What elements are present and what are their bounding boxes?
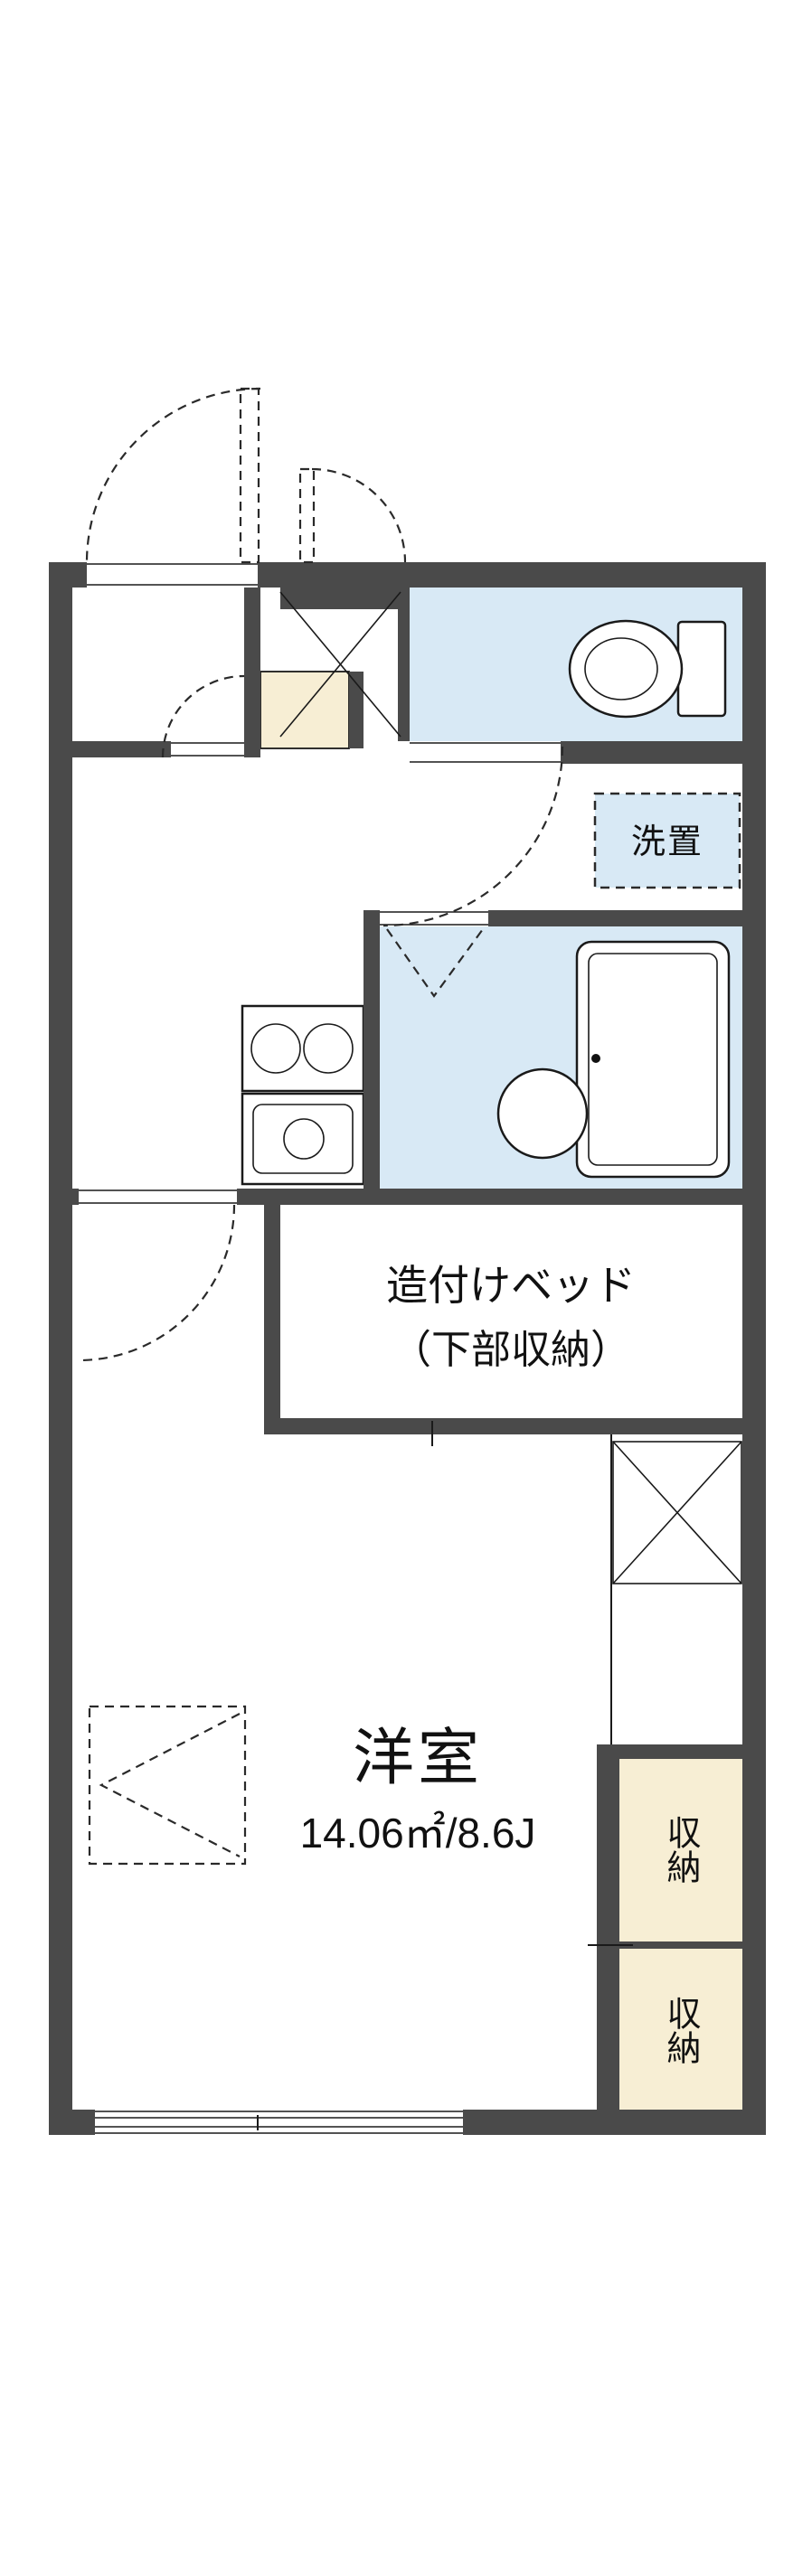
- storage-floors: [260, 671, 742, 2110]
- bed-label-line2: （下部収納）: [392, 1328, 630, 1372]
- bed-label-line1: 造付けベッド: [386, 1262, 636, 1309]
- walls: [49, 562, 766, 2135]
- window-swing-chevron: [99, 1713, 241, 1857]
- second-door-leaf: [298, 467, 316, 564]
- wall-segment: [237, 1189, 742, 1205]
- wall-segment: [619, 1941, 742, 1949]
- wall-segment: [49, 741, 171, 757]
- entry-step: [260, 671, 350, 749]
- wall-segment: [49, 2110, 95, 2135]
- bathtub-outer: [575, 940, 731, 1179]
- washer-label: 洗置: [631, 823, 703, 861]
- storage-upper-floor: [619, 1759, 742, 1941]
- wall-segment: [264, 1205, 280, 1434]
- stove-counter: [241, 1004, 365, 1093]
- door-opening-frame: [87, 563, 258, 586]
- stove-burner-right: [303, 1023, 354, 1074]
- bathtub-inner: [588, 953, 718, 1166]
- wall-segment: [49, 1189, 79, 1205]
- toilet-seat: [584, 637, 658, 700]
- entrance-door-leaf: [239, 387, 260, 564]
- wall-segment: [364, 910, 380, 1205]
- door-opening-frame: [410, 742, 561, 763]
- closet-door-arc: [78, 1204, 236, 1362]
- wash-basin: [496, 1067, 589, 1160]
- storage-upper-label: 収納: [661, 1815, 700, 1884]
- wall-segment: [49, 562, 72, 2135]
- interior-lines: [279, 591, 742, 1946]
- washer-space: [593, 792, 741, 889]
- wall-segment: [742, 562, 766, 2135]
- room-name-label: 洋室: [353, 1724, 483, 1792]
- bathtub: [575, 940, 731, 1179]
- wall-segment: [398, 588, 410, 741]
- storage-lower-floor: [619, 1949, 742, 2110]
- ladder-box-diagonals: [612, 1441, 742, 1584]
- bathtub-drain: [591, 1054, 600, 1063]
- room-size-label: 14.06㎡/8.6J: [300, 1810, 536, 1857]
- sink-counter: [241, 1092, 365, 1186]
- door-swings: [78, 387, 564, 1866]
- toilet-bowl: [568, 619, 684, 719]
- sink-drain: [283, 1118, 325, 1160]
- wall-segment: [597, 1744, 742, 1759]
- wall-segment: [488, 910, 742, 926]
- stove-burner-left: [250, 1023, 301, 1074]
- door-opening-frame: [171, 742, 244, 757]
- window-swing-box: [88, 1705, 247, 1866]
- second-door-arc: [311, 467, 407, 563]
- door-opening-frame: [380, 911, 488, 926]
- wall-segment: [463, 2110, 766, 2135]
- ladder-box: [612, 1441, 742, 1584]
- wall-segment: [258, 562, 766, 588]
- entrance-door-arc: [85, 387, 261, 563]
- washroom-door-arc: [382, 746, 564, 927]
- labels: 洗置 造付けベッド （下部収納） 洋室 14.06㎡/8.6J 収納 収納: [300, 823, 703, 2064]
- wall-segment: [561, 741, 742, 764]
- door-opening-frame: [79, 1189, 237, 1204]
- folding-door-cross: [279, 591, 401, 738]
- wall-segment: [264, 1418, 766, 1434]
- bathroom-folding-door: [386, 928, 484, 998]
- wall-segment: [349, 672, 364, 748]
- kitchen-unit: [241, 1004, 365, 1186]
- toilet-tank: [676, 620, 727, 718]
- sink-basin: [252, 1104, 354, 1174]
- toilet-fixture: [568, 619, 727, 719]
- window-glass-lines: [95, 2111, 463, 2134]
- wall-segment: [244, 588, 260, 757]
- window-bottom: [95, 2111, 463, 2134]
- wall-segment: [597, 1744, 619, 2110]
- wall-segment: [280, 588, 410, 609]
- storage-lower-label: 収納: [661, 1996, 700, 2064]
- entry-room-door-arc: [161, 674, 245, 758]
